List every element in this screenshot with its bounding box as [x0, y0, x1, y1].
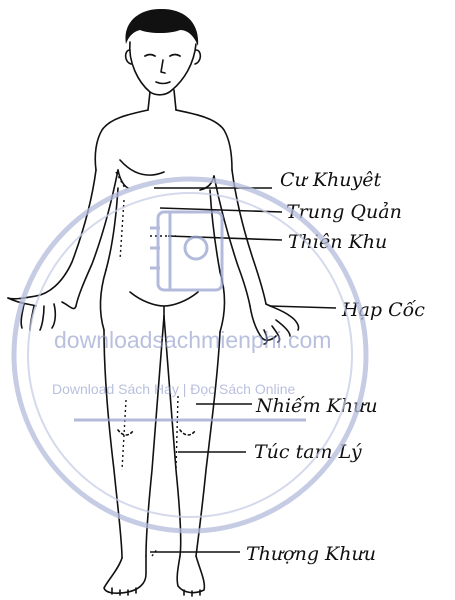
- hair: [125, 9, 198, 46]
- labels: Cư Khuyêt Trung Quản Thiên Khu Hạp Cốc N…: [246, 169, 425, 565]
- label-hop-coc: Hạp Cốc: [341, 299, 425, 321]
- watermark: downloadsachmienphi.com Download Sách Ha…: [14, 179, 366, 531]
- human-figure: [8, 9, 299, 596]
- watermark-outer-ring: [14, 179, 366, 531]
- book-icon: [150, 212, 222, 290]
- face: [130, 42, 196, 95]
- watermark-site: downloadsachmienphi.com: [54, 327, 331, 353]
- label-cu-khuyet: Cư Khuyêt: [280, 169, 381, 191]
- label-tuc-tam-ly: Túc tam Lý: [254, 441, 362, 463]
- label-thien-khu: Thiên Khu: [288, 231, 387, 253]
- label-thuong-khuu: Thượng Khưu: [246, 543, 376, 565]
- watermark-tagline: Download Sách Hay | Đọc Sách Online: [52, 381, 296, 397]
- leader-hop-coc: [270, 306, 336, 308]
- leader-thien-khu: [168, 236, 282, 240]
